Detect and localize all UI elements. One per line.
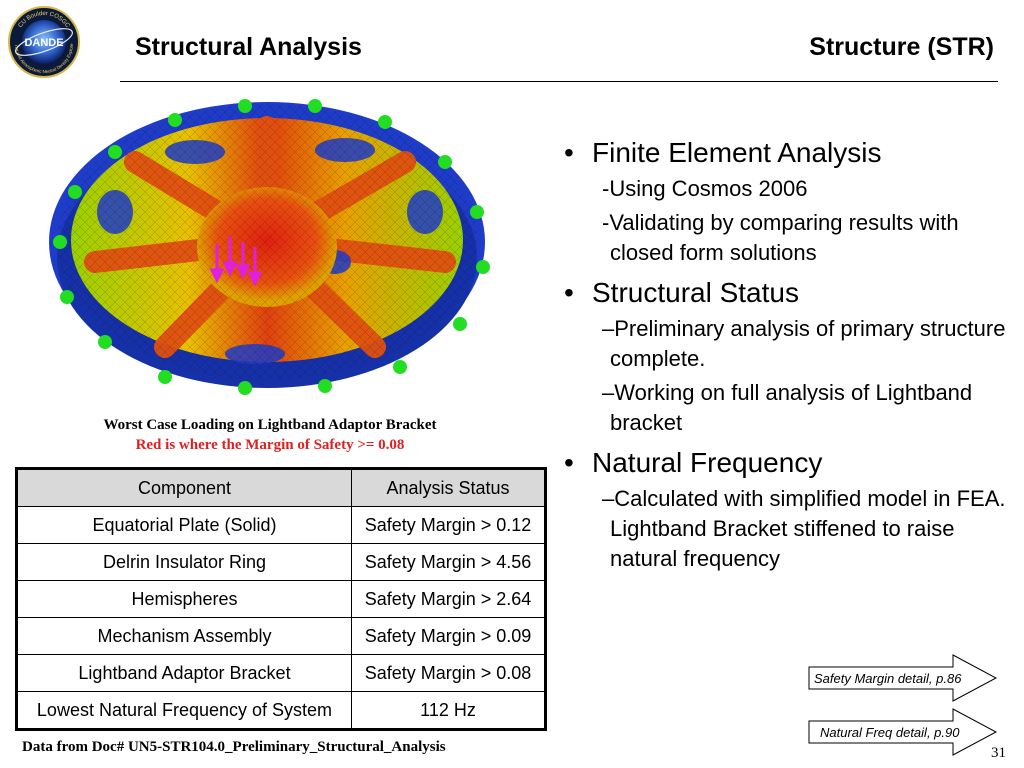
component-cell: Delrin Insulator Ring (16, 543, 352, 581)
natural-freq-detail-label: Natural Freq detail, p.90 (820, 725, 960, 740)
slide-title: Structural Analysis (135, 33, 362, 61)
component-cell: Hemispheres (16, 580, 352, 618)
safety-margin-detail-link[interactable]: Safety Margin detail, p.86 (808, 654, 998, 702)
bullet-text: Structural Status (592, 277, 799, 308)
table-header-row: Component Analysis Status (16, 468, 546, 507)
analysis-status-table: Component Analysis Status Equatorial Pla… (15, 467, 547, 731)
table-row: Equatorial Plate (Solid)Safety Margin > … (16, 506, 546, 544)
safety-margin-detail-label: Safety Margin detail, p.86 (814, 671, 962, 686)
bullet-dot-icon: • (564, 137, 574, 168)
status-cell: Safety Margin > 4.56 (351, 543, 546, 581)
bullet-structural-status: • Structural Status (562, 276, 1007, 310)
component-cell: Mechanism Assembly (16, 617, 352, 655)
bullet-natural-frequency: • Natural Frequency (562, 446, 1007, 480)
dande-logo: CU Boulder COSGC Drag and Atmospheric Ne… (5, 4, 80, 78)
page-number: 31 (991, 745, 1006, 761)
bullet-text: Natural Frequency (592, 447, 823, 478)
component-cell: Lightband Adaptor Bracket (16, 654, 352, 692)
component-cell: Equatorial Plate (Solid) (16, 506, 352, 544)
title-divider (120, 81, 998, 82)
sub-bullet: –Working on full analysis of Lightband b… (602, 380, 973, 435)
component-cell: Lowest Natural Frequency of System (16, 691, 352, 730)
bullet-dot-icon: • (564, 277, 574, 308)
status-cell: 112 Hz (351, 691, 546, 730)
section-title: Structure (STR) (809, 33, 994, 61)
status-cell: Safety Margin > 0.12 (351, 506, 546, 544)
arrow-right-icon (808, 654, 998, 702)
sub-bullet: -Validating by comparing results with cl… (602, 210, 959, 265)
column-header-component: Component (16, 468, 352, 507)
logo-text: DANDE (24, 37, 63, 49)
status-cell: Safety Margin > 0.09 (351, 617, 546, 655)
sub-bullet: –Calculated with simplified model in FEA… (602, 486, 1006, 571)
sub-bullet: -Using Cosmos 2006 (602, 176, 808, 201)
fea-stress-plot (49, 99, 490, 395)
bullet-list: • Finite Element Analysis -Using Cosmos 2… (562, 134, 1007, 574)
figure-caption-note: Red is where the Margin of Safety >= 0.0… (135, 437, 405, 453)
sub-bullet: –Preliminary analysis of primary structu… (602, 316, 1006, 371)
bullet-text: Finite Element Analysis (592, 137, 882, 168)
figure-caption-title: Worst Case Loading on Lightband Adaptor … (103, 417, 437, 433)
bullet-fea: • Finite Element Analysis (562, 136, 1007, 170)
source-note: Data from Doc# UN5-STR104.0_Preliminary_… (22, 739, 446, 755)
bullet-dot-icon: • (564, 447, 574, 478)
column-header-status: Analysis Status (351, 468, 546, 507)
status-cell: Safety Margin > 0.08 (351, 654, 546, 692)
status-cell: Safety Margin > 2.64 (351, 580, 546, 618)
natural-freq-detail-link[interactable]: Natural Freq detail, p.90 (808, 708, 998, 756)
arrow-right-icon (808, 708, 998, 756)
